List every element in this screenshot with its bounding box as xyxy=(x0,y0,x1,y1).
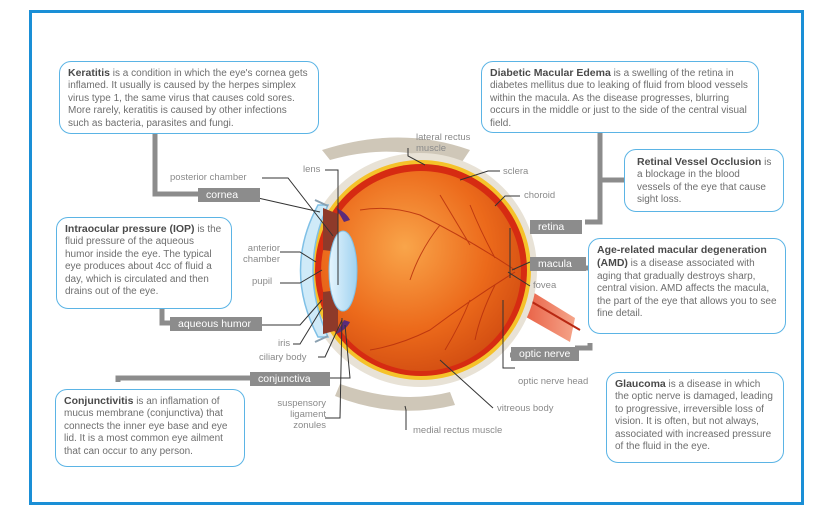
iop-title: Intraocular pressure (IOP) xyxy=(65,223,195,235)
dme-title: Diabetic Macular Edema xyxy=(490,67,611,79)
amd-box: Age-related macular degeneration (AMD) i… xyxy=(588,238,786,334)
tag-retina: retina xyxy=(530,220,582,234)
conjunctivitis-box: Conjunctivitis is an inflamation of mucu… xyxy=(55,389,245,467)
keratitis-title: Keratitis xyxy=(68,67,110,79)
label-pupil: pupil xyxy=(252,276,272,287)
iop-box: Intraocular pressure (IOP) is the fluid … xyxy=(56,217,232,309)
label-ciliary-body: ciliary body xyxy=(259,352,307,363)
glaucoma-title: Glaucoma xyxy=(615,378,666,390)
dme-box: Diabetic Macular Edema is a swelling of … xyxy=(481,61,759,133)
label-iris: iris xyxy=(278,338,290,349)
label-posterior-chamber: posterior chamber xyxy=(170,172,247,183)
rvo-title: Retinal Vessel Occlusion xyxy=(637,156,761,168)
tag-cornea: cornea xyxy=(198,188,260,202)
label-sclera: sclera xyxy=(503,166,528,177)
label-vitreous-body: vitreous body xyxy=(497,403,554,414)
rvo-box: Retinal Vessel Occlusion is a blockage i… xyxy=(624,149,784,212)
glaucoma-box: Glaucoma is a disease in which the optic… xyxy=(606,372,784,463)
medial-rectus-muscle-shape xyxy=(335,384,455,411)
keratitis-box: Keratitis is a condition in which the ey… xyxy=(59,61,319,134)
label-fovea: fovea xyxy=(533,280,556,291)
lens-shape xyxy=(329,231,357,311)
tag-conjunctiva: conjunctiva xyxy=(250,372,330,386)
label-lateral-rectus: lateral rectus muscle xyxy=(416,132,476,154)
label-suspensory-ligament: suspensory ligament zonules xyxy=(262,398,326,431)
tag-aqueous-humor: aqueous humor xyxy=(170,317,262,331)
label-medial-rectus: medial rectus muscle xyxy=(413,425,502,436)
tag-optic-nerve: optic nerve xyxy=(511,347,579,361)
tag-macula: macula xyxy=(530,257,586,271)
label-anterior-chamber: anterior chamber xyxy=(238,243,280,265)
conjunctivitis-title: Conjunctivitis xyxy=(64,395,133,407)
label-choroid: choroid xyxy=(524,190,555,201)
label-lens: lens xyxy=(303,164,320,175)
label-optic-nerve-head: optic nerve head xyxy=(518,376,588,387)
